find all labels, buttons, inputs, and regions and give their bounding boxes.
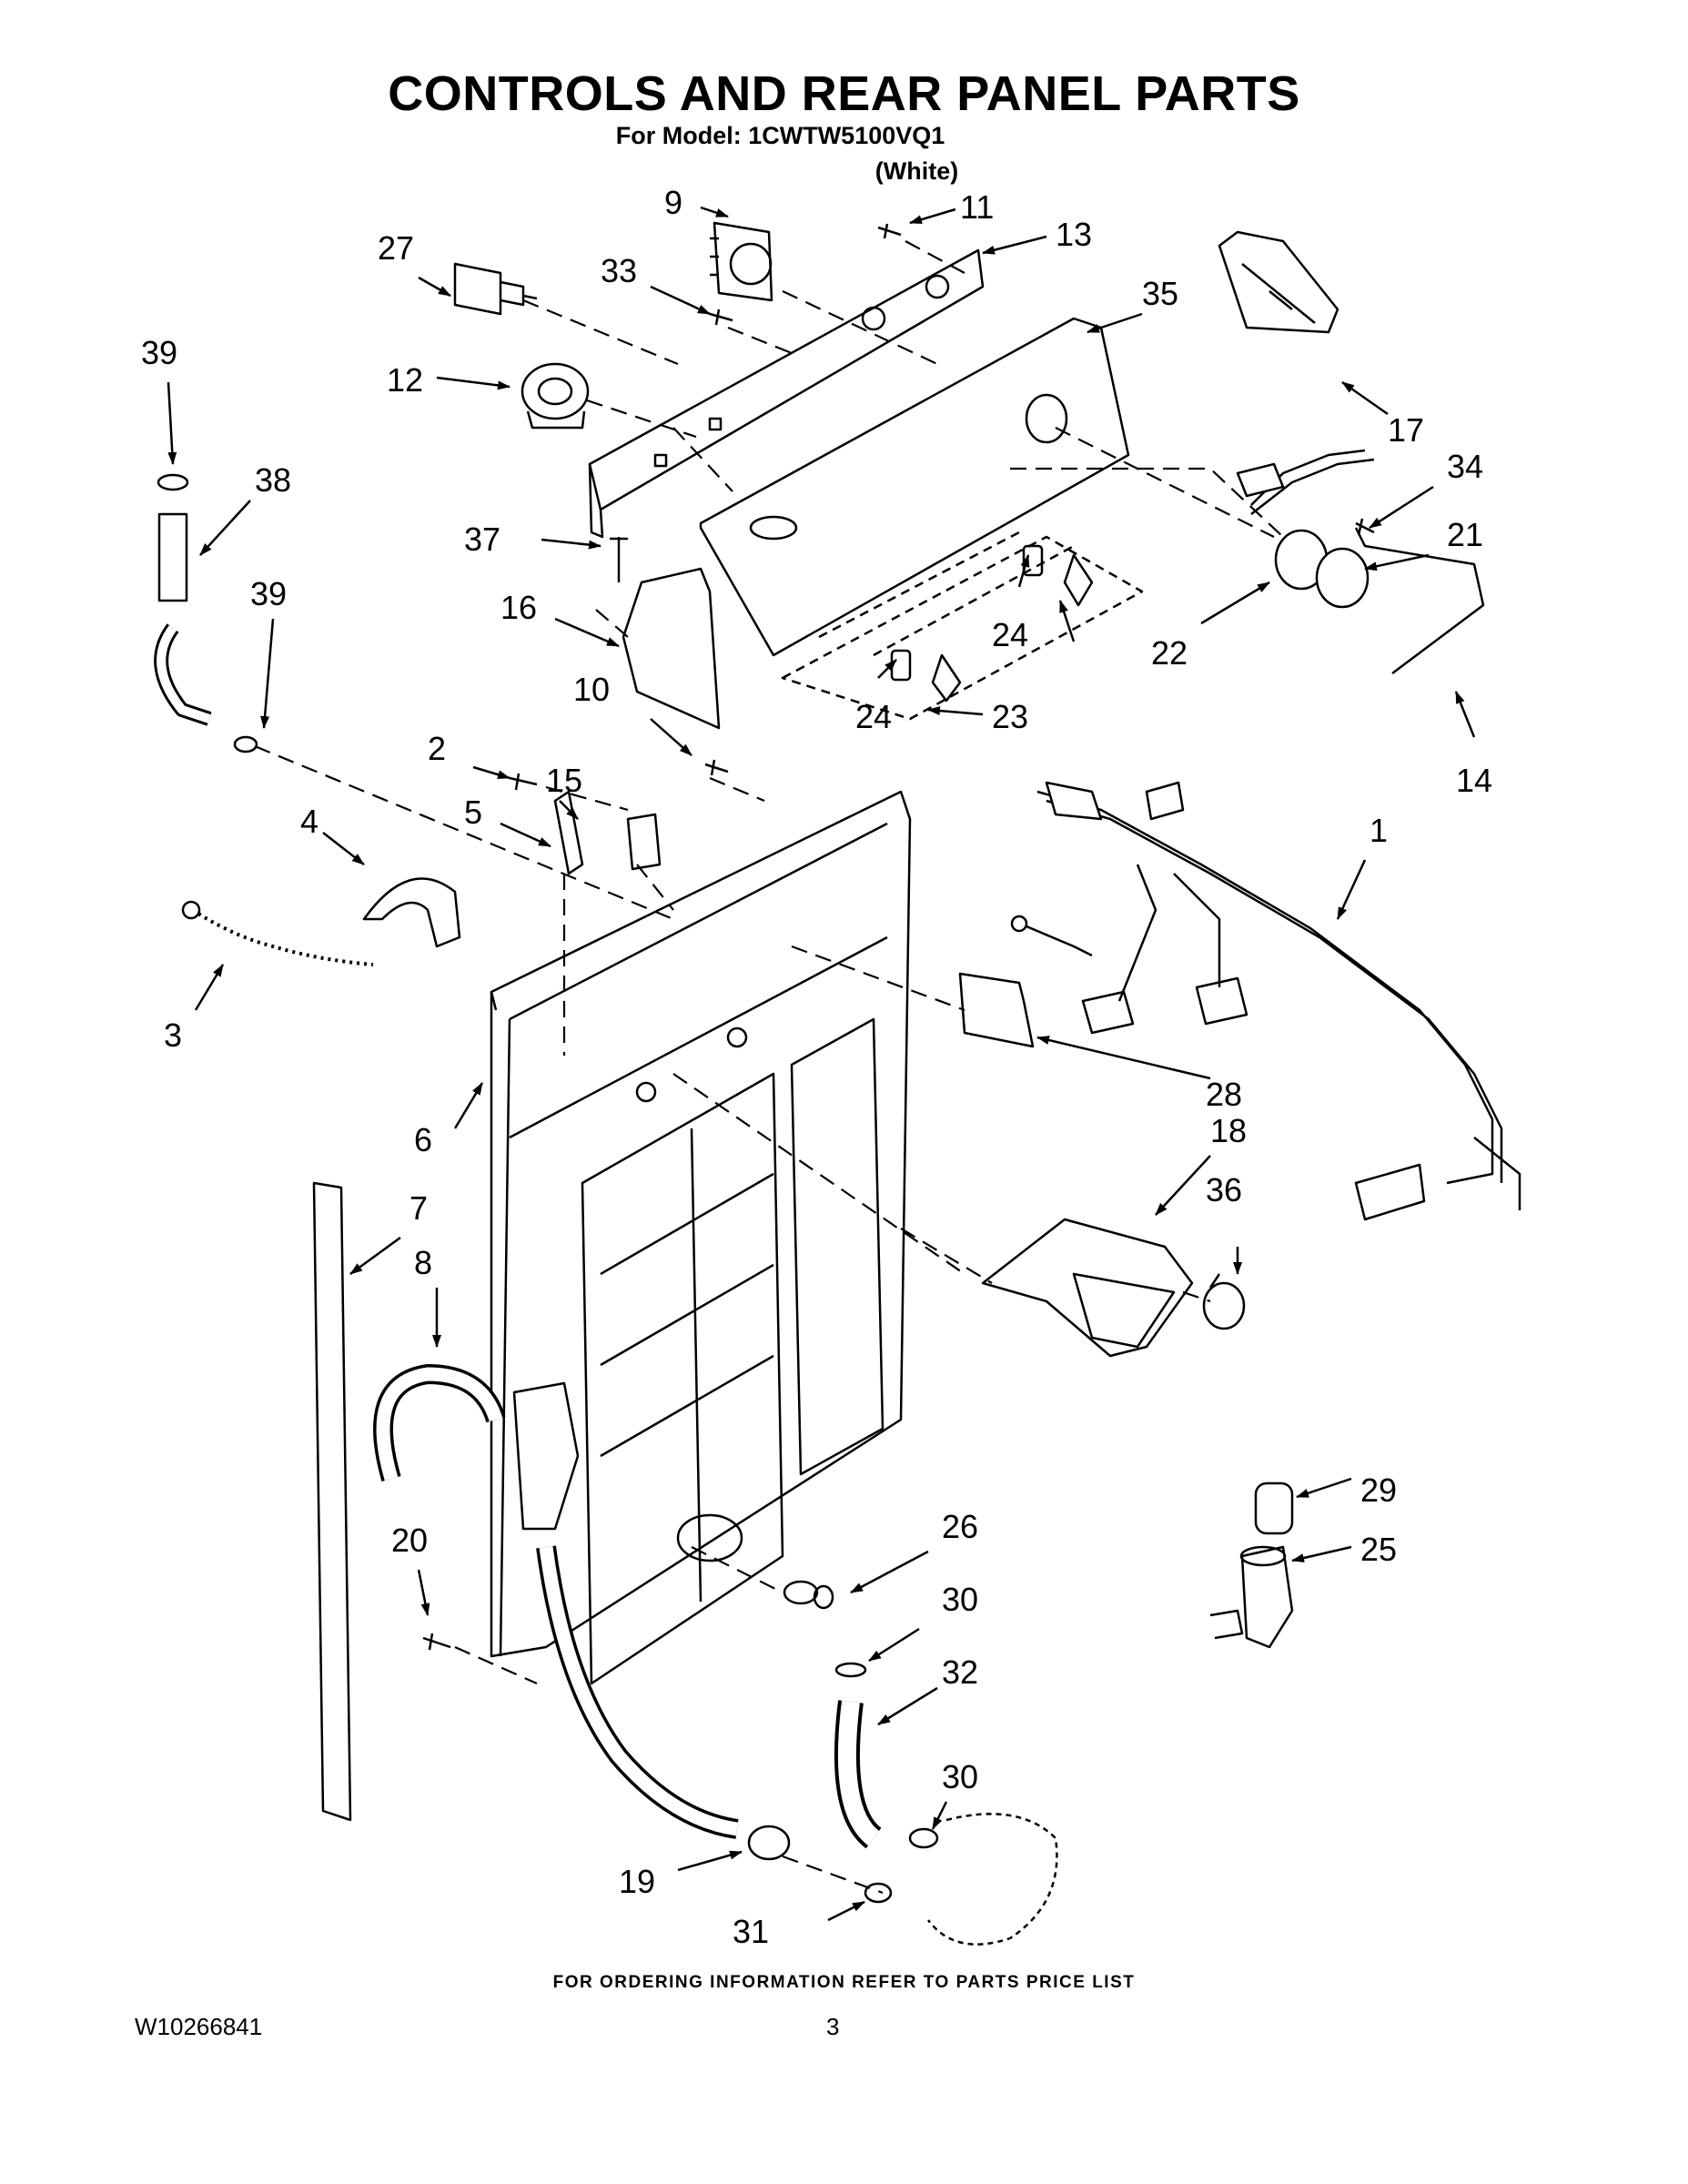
hose-fitting-part xyxy=(154,473,258,753)
callout-24b: 24 xyxy=(855,698,892,735)
callout-2: 2 xyxy=(428,730,446,767)
callout-22: 22 xyxy=(1151,634,1188,672)
ordering-note: FOR ORDERING INFORMATION REFER TO PARTS … xyxy=(552,1973,1136,1992)
callout-10: 10 xyxy=(573,671,610,708)
rear-panel-part xyxy=(490,790,912,1685)
callout-5: 5 xyxy=(464,794,482,831)
callout-6: 6 xyxy=(414,1121,432,1158)
callout-30b: 30 xyxy=(942,1758,978,1795)
callout-27: 27 xyxy=(378,229,414,267)
callout-38: 38 xyxy=(255,461,291,499)
hose-clamp-part xyxy=(747,1825,791,1861)
bracket-part xyxy=(981,1218,1246,1358)
callout-3: 3 xyxy=(164,1016,182,1054)
callout-17: 17 xyxy=(1388,411,1424,449)
callout-21: 21 xyxy=(1447,516,1483,553)
callout-arrows xyxy=(167,206,1476,1922)
callout-35: 35 xyxy=(1142,275,1178,312)
callout-30a: 30 xyxy=(942,1581,978,1618)
document-number: W10266841 xyxy=(135,2013,263,2040)
pump-hose-part xyxy=(834,1662,1058,1946)
callout-8: 8 xyxy=(414,1244,432,1281)
callout-29: 29 xyxy=(1360,1471,1397,1509)
dashed-assembly-lines xyxy=(254,240,1284,1895)
color-line: (White) xyxy=(874,157,959,185)
callout-31: 31 xyxy=(733,1913,769,1950)
callout-14: 14 xyxy=(1456,762,1492,799)
callout-11: 11 xyxy=(960,188,994,226)
page-number: 3 xyxy=(826,2013,840,2040)
callout-24a: 24 xyxy=(992,616,1028,653)
page-title: CONTROLS AND REAR PANEL PARTS xyxy=(388,66,1300,121)
callout-16: 16 xyxy=(500,589,537,626)
callout-labels: 1 2 3 4 5 6 7 8 9 10 11 12 13 14 15 16 1… xyxy=(141,184,1492,1950)
callout-23: 23 xyxy=(992,698,1028,735)
dashed-knob-kit-outline xyxy=(781,531,1144,721)
knob-parts xyxy=(890,529,1370,703)
callout-28: 28 xyxy=(1206,1076,1242,1113)
callout-13: 13 xyxy=(1056,216,1092,253)
callout-25: 25 xyxy=(1360,1531,1397,1568)
callout-39b: 39 xyxy=(250,575,287,612)
callout-36: 36 xyxy=(1206,1171,1242,1208)
callout-34: 34 xyxy=(1447,448,1483,485)
callout-4: 4 xyxy=(300,803,318,840)
capacitor-part xyxy=(1254,1481,1294,1535)
callout-9: 9 xyxy=(664,184,682,221)
callout-20: 20 xyxy=(391,1522,428,1559)
support-bracket-part xyxy=(958,972,1035,1048)
callout-18: 18 xyxy=(1210,1112,1247,1149)
control-bracket-part xyxy=(588,248,985,539)
callout-1: 1 xyxy=(1370,812,1388,849)
callout-12: 12 xyxy=(387,361,423,399)
callout-33: 33 xyxy=(601,252,637,289)
console-end-cap-part xyxy=(622,567,721,730)
water-valve-part xyxy=(1209,1545,1294,1649)
callout-39a: 39 xyxy=(141,334,177,371)
plug-part xyxy=(783,1580,834,1610)
callout-7: 7 xyxy=(409,1189,428,1227)
callout-32: 32 xyxy=(942,1653,978,1691)
selector-switch-part xyxy=(453,262,538,316)
small-clip-parts xyxy=(181,790,662,966)
console-panel-part xyxy=(699,317,1130,657)
trim-strip-part xyxy=(312,1181,352,1822)
model-line: For Model: 1CWTW5100VQ1 xyxy=(615,122,945,149)
callout-19: 19 xyxy=(619,1863,655,1900)
end-cap-part xyxy=(1218,230,1339,334)
callout-26: 26 xyxy=(942,1508,978,1545)
timer-part xyxy=(710,221,773,302)
wire-harness-part xyxy=(1010,449,1521,1221)
screw-parts xyxy=(422,223,1375,1651)
callout-15: 15 xyxy=(546,762,582,799)
pressure-switch-part xyxy=(521,362,590,430)
drain-hose-part xyxy=(373,1364,739,1839)
callout-37: 37 xyxy=(464,521,500,558)
